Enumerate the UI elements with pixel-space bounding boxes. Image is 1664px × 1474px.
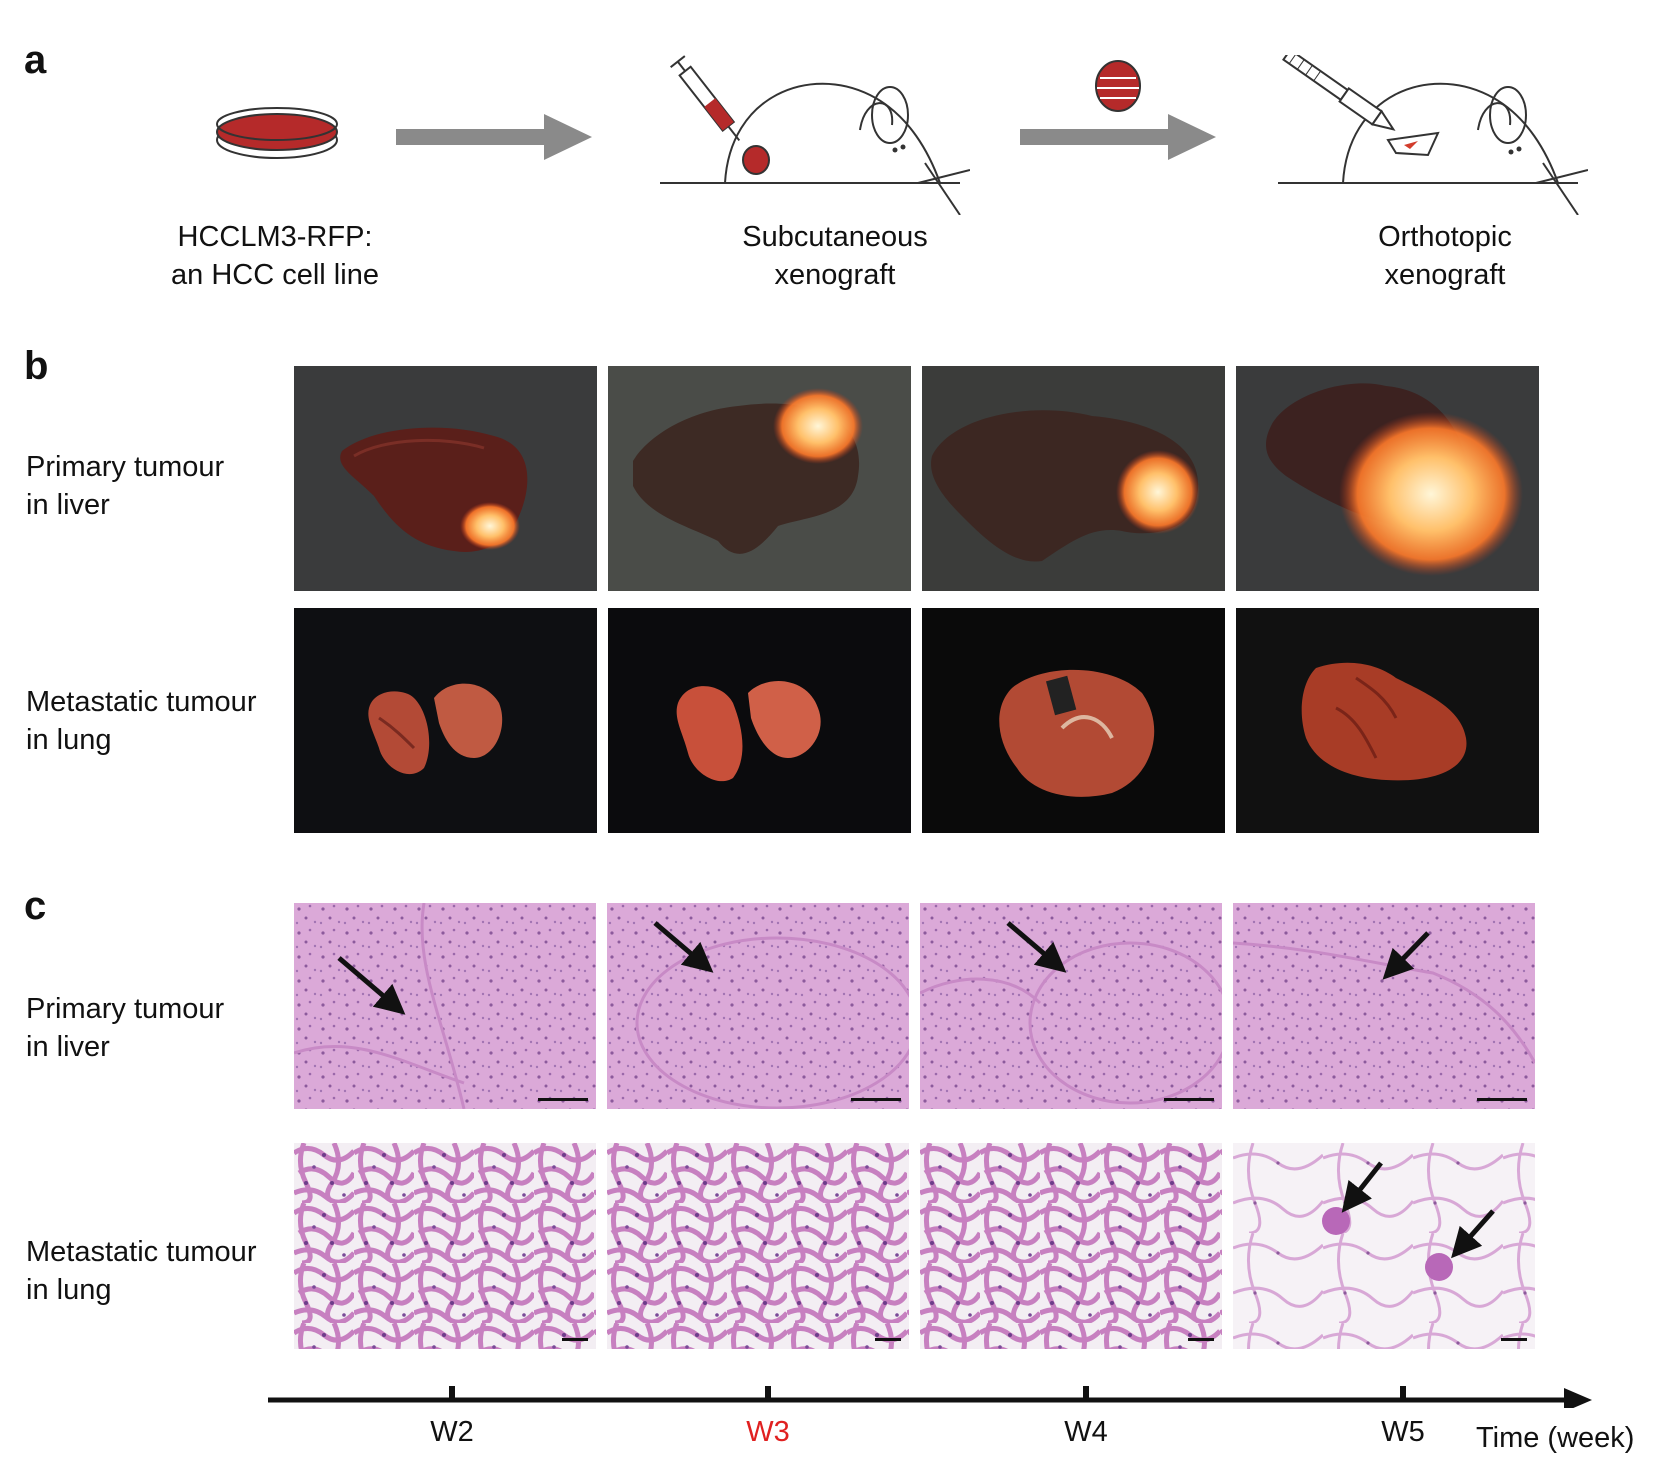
lung-photo-w3 xyxy=(608,608,911,833)
panel-b-lung-line1: Metastatic tumour xyxy=(26,686,257,718)
panel-c-lung-line2: in lung xyxy=(26,1274,112,1306)
process-arrow-2 xyxy=(1020,60,1216,164)
caption-orthotopic: Orthotopic xenograft xyxy=(1310,218,1580,294)
petri-dish-illustration xyxy=(212,100,342,164)
panel-b-liver-line2: in liver xyxy=(26,489,110,521)
timeline-tick-w3 xyxy=(765,1386,771,1402)
panel-c-letter: c xyxy=(24,884,47,928)
caption-cell-line-line2: an HCC cell line xyxy=(171,259,379,291)
timeline-label-w3: W3 xyxy=(746,1416,790,1448)
timeline-tick-w4 xyxy=(1083,1386,1089,1402)
he-lung-w4 xyxy=(920,1143,1222,1349)
timeline-tick-w2 xyxy=(449,1386,455,1402)
timeline-tick-w5 xyxy=(1400,1386,1406,1402)
caption-cell-line: HCCLM3-RFP: an HCC cell line xyxy=(140,218,410,294)
he-liver-w4 xyxy=(920,903,1222,1109)
panel-c-lung-line1: Metastatic tumour xyxy=(26,1236,257,1268)
he-lung-w2 xyxy=(294,1143,596,1349)
panel-b-row-label-lung: Metastatic tumour in lung xyxy=(26,683,256,759)
he-liver-w2 xyxy=(294,903,596,1109)
timeline-label-w2: W2 xyxy=(430,1416,474,1448)
panel-c-liver-line2: in liver xyxy=(26,1031,110,1063)
lung-photo-w2 xyxy=(294,608,597,833)
timeline-axis xyxy=(268,1378,1592,1408)
he-lung-w3 xyxy=(607,1143,909,1349)
caption-cell-line-line1: HCCLM3-RFP: xyxy=(177,221,373,253)
liver-photo-w3 xyxy=(608,366,911,591)
he-liver-w3 xyxy=(607,903,909,1109)
timeline-label-w5: W5 xyxy=(1381,1416,1425,1448)
panel-c-row-label-lung: Metastatic tumour in lung xyxy=(26,1233,256,1309)
panel-b-letter: b xyxy=(24,344,49,388)
mouse-syringe-illustration xyxy=(660,55,970,215)
caption-subcutaneous-line2: xenograft xyxy=(774,259,896,291)
caption-orthotopic-line1: Orthotopic xyxy=(1378,221,1512,253)
liver-photo-w4 xyxy=(922,366,1225,591)
caption-subcutaneous: Subcutaneous xenograft xyxy=(700,218,970,294)
mouse-scalpel-illustration xyxy=(1278,55,1588,215)
caption-orthotopic-line2: xenograft xyxy=(1384,259,1506,291)
panel-a-letter: a xyxy=(24,38,47,82)
panel-b-lung-line2: in lung xyxy=(26,724,112,756)
panel-c-row-label-liver: Primary tumour in liver xyxy=(26,990,224,1066)
liver-photo-w2 xyxy=(294,366,597,591)
timeline-axis-label: Time (week) xyxy=(1476,1422,1635,1454)
panel-b-row-label-liver: Primary tumour in liver xyxy=(26,448,224,524)
caption-subcutaneous-line1: Subcutaneous xyxy=(742,221,928,253)
panel-c-liver-line1: Primary tumour xyxy=(26,993,225,1025)
lung-photo-w5 xyxy=(1236,608,1539,833)
he-lung-w5 xyxy=(1233,1143,1535,1349)
panel-b-liver-line1: Primary tumour xyxy=(26,451,225,483)
lung-photo-w4 xyxy=(922,608,1225,833)
process-arrow-1 xyxy=(396,112,592,162)
liver-photo-w5 xyxy=(1236,366,1539,591)
he-liver-w5 xyxy=(1233,903,1535,1109)
timeline-label-w4: W4 xyxy=(1064,1416,1108,1448)
